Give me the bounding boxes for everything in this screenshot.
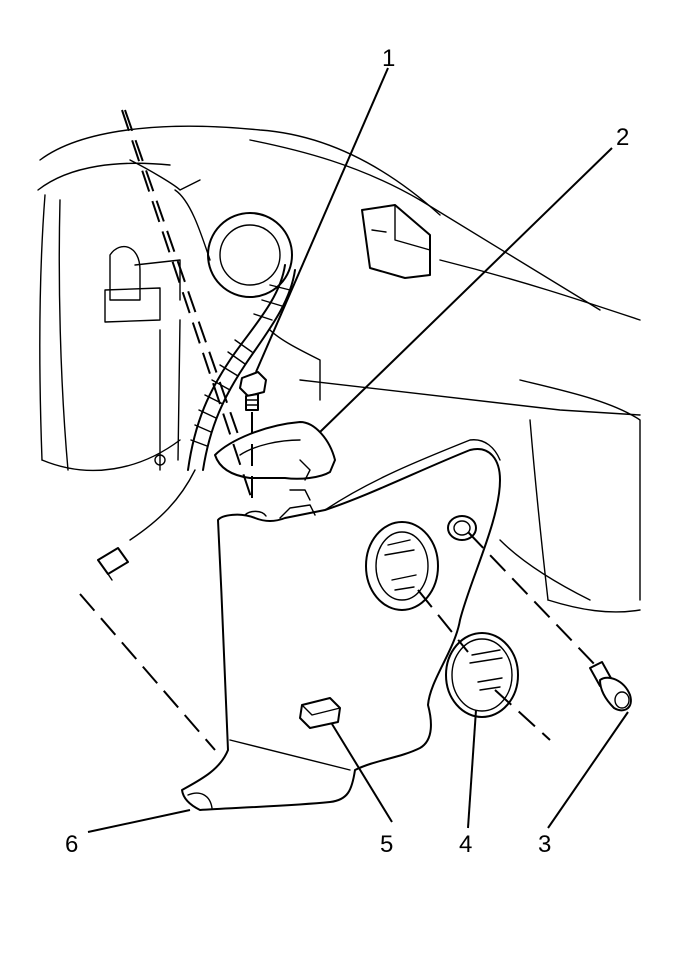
bolt-fastener xyxy=(239,371,267,411)
callout-6: 6 xyxy=(65,831,78,858)
callout-2: 2 xyxy=(616,124,629,151)
callout-3: 3 xyxy=(538,831,551,858)
callout-4: 4 xyxy=(459,831,472,858)
retainer-bracket xyxy=(214,421,336,481)
wiring-harness xyxy=(97,264,296,581)
trim-panel xyxy=(181,439,501,811)
speaker-grille-cover xyxy=(445,632,519,718)
callout-5: 5 xyxy=(380,831,393,858)
alignment-lines xyxy=(79,109,599,751)
push-pin-fastener xyxy=(589,661,632,712)
vehicle-body-structure xyxy=(37,125,641,613)
callout-1: 1 xyxy=(382,45,395,72)
leader-lines xyxy=(87,67,629,833)
